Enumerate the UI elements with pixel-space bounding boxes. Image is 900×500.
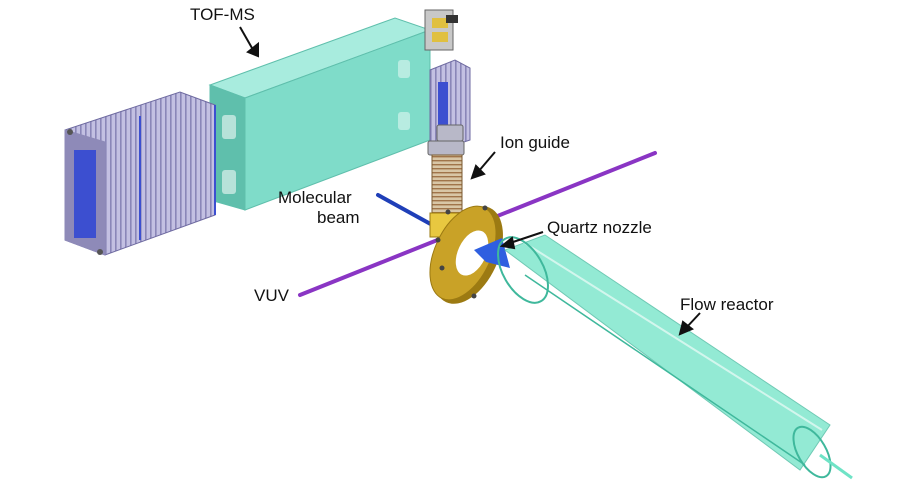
label-molecular-beam-line1: Molecular <box>278 188 352 207</box>
leader-arrows <box>239 26 701 336</box>
label-ion-guide: Ion guide <box>500 133 570 152</box>
label-molecular-beam-line2: beam <box>317 208 360 227</box>
tof-ms-end-cap <box>64 91 216 256</box>
quartz-nozzle <box>474 238 510 268</box>
label-vuv: VUV <box>254 286 290 305</box>
label-quartz-nozzle: Quartz nozzle <box>547 218 652 237</box>
flow-reactor-tube <box>497 234 853 480</box>
tof-ms-body <box>208 17 432 211</box>
tof-ms-connector <box>424 9 458 51</box>
label-tof-ms: TOF-MS <box>190 5 255 24</box>
reactor-flange <box>429 205 503 304</box>
label-flow-reactor: Flow reactor <box>680 295 774 314</box>
